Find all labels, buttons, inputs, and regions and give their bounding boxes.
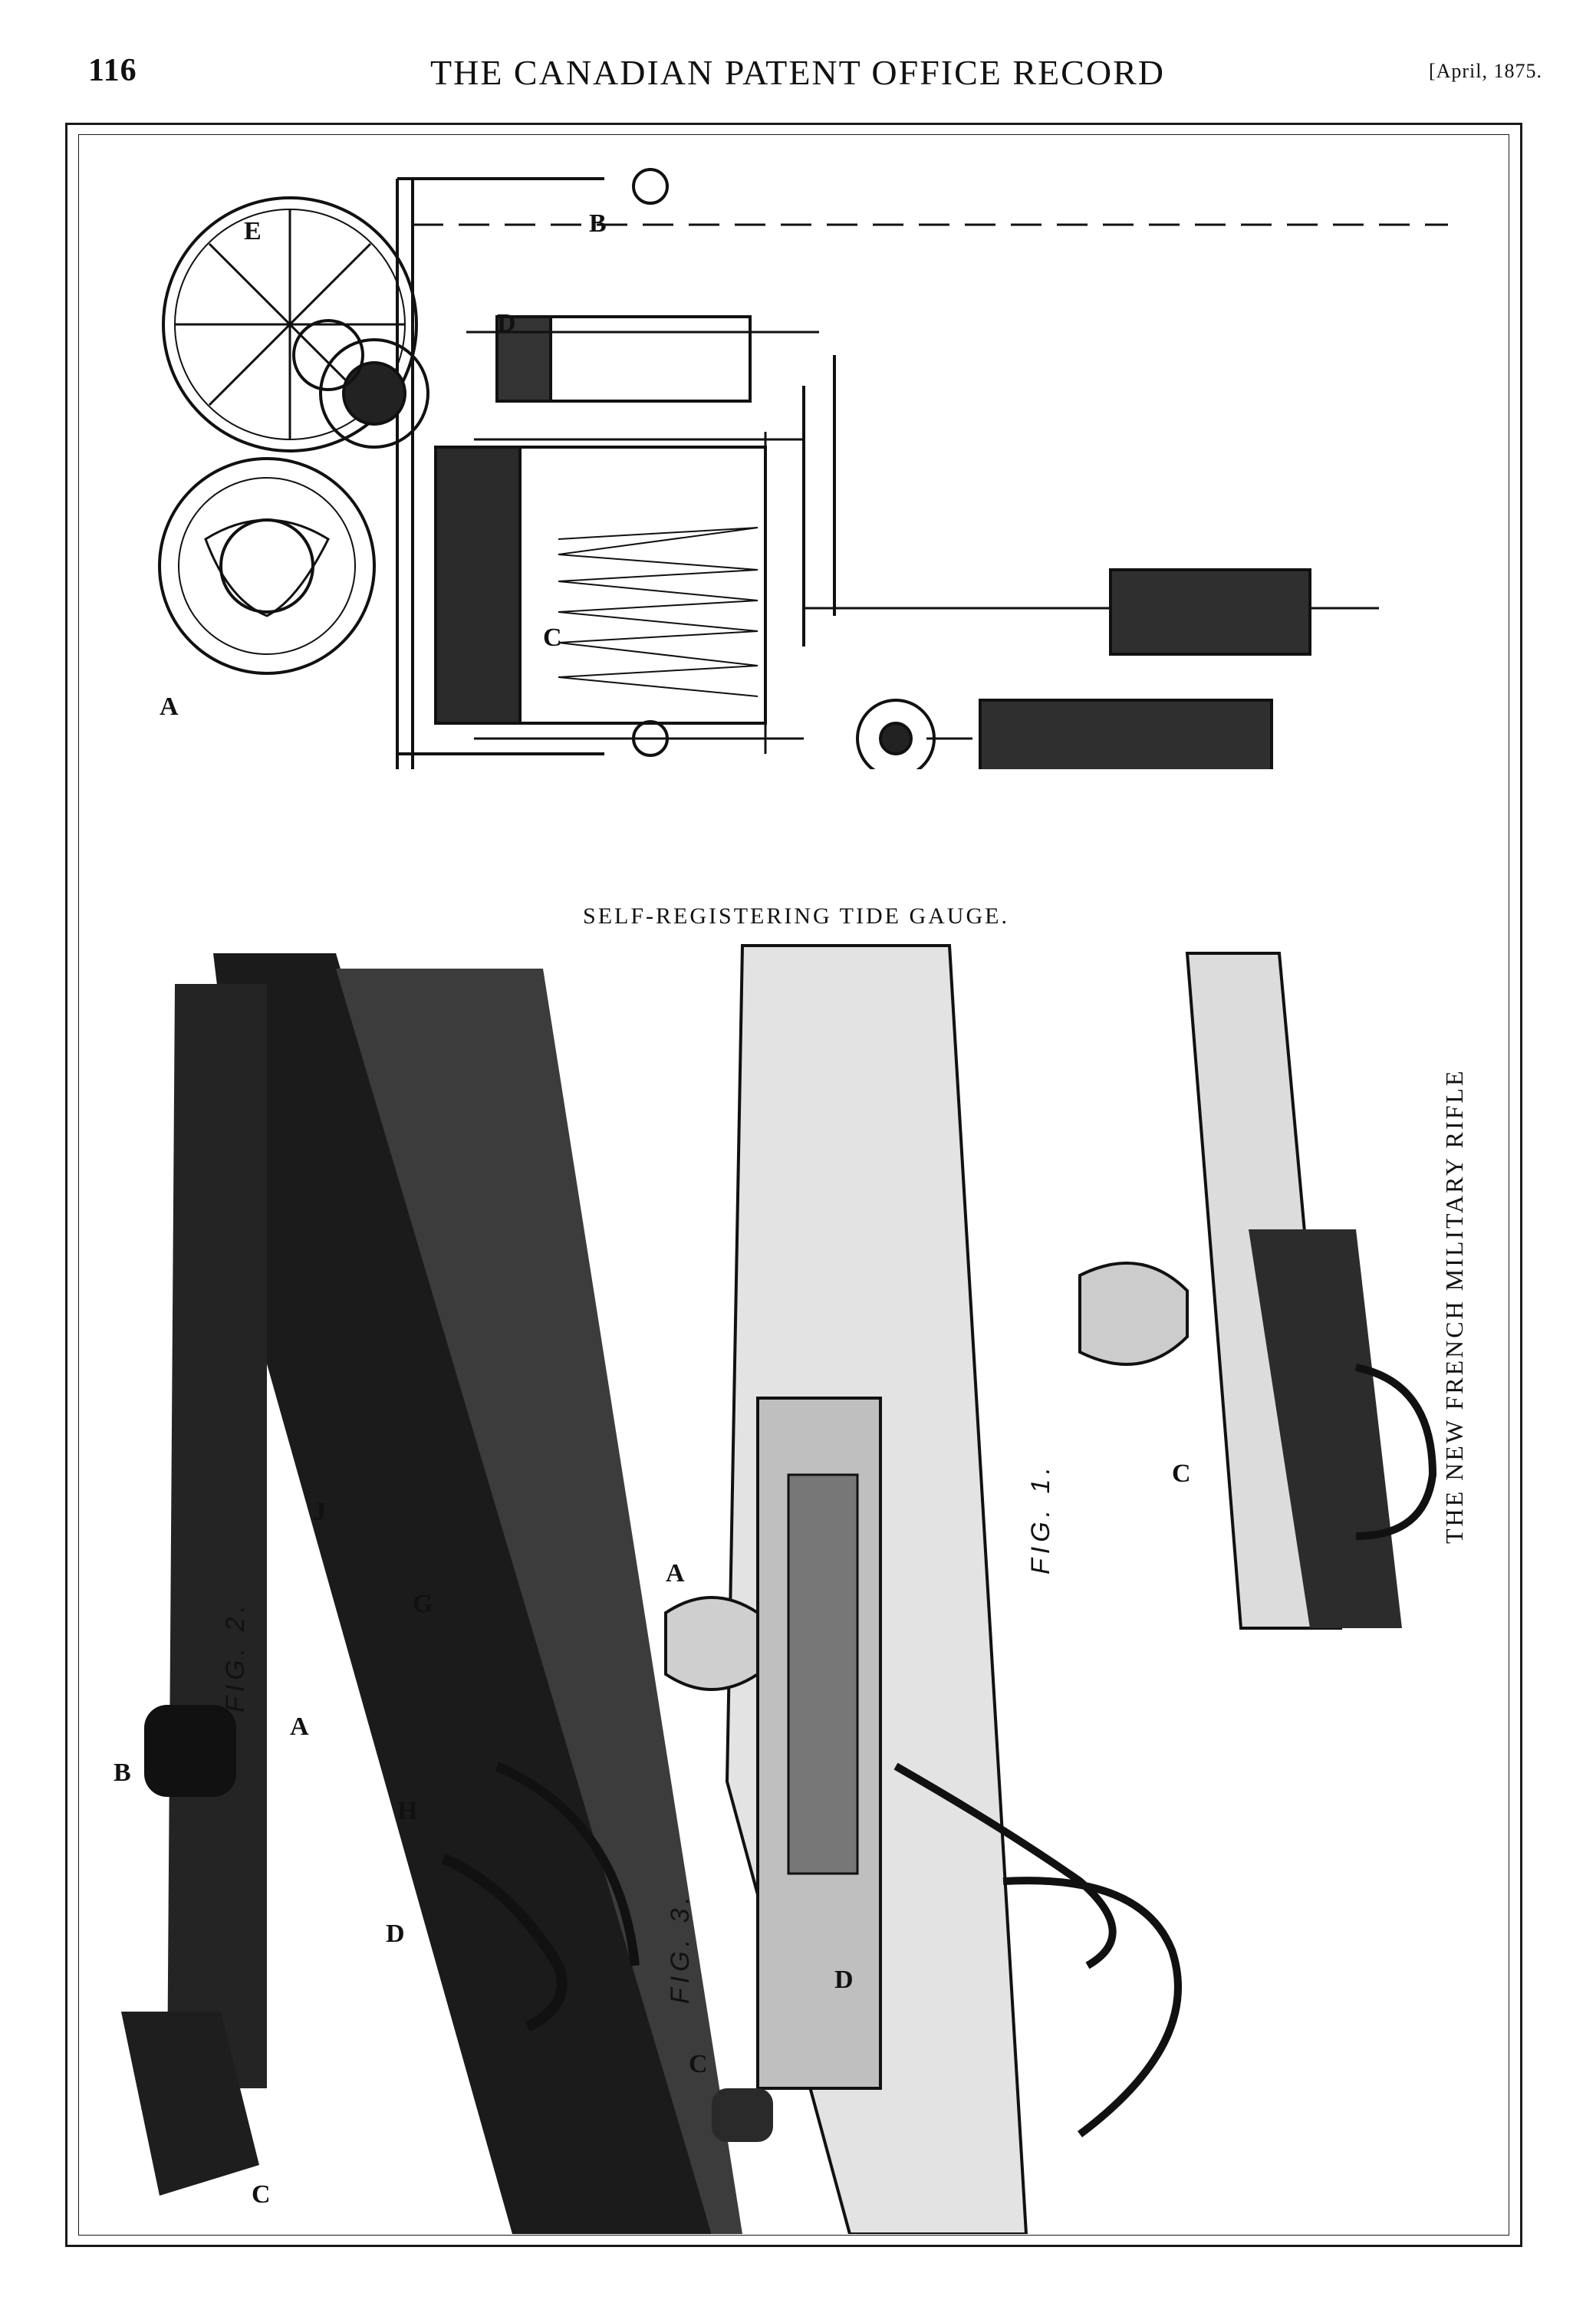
rifle2-label-d: D [386, 1920, 405, 1948]
fig1-label: FIG. 1. [1026, 1462, 1055, 1574]
tide-gauge-caption: SELF-REGISTERING TIDE GAUGE. [583, 903, 1009, 929]
fig2-rifle-drawing [121, 953, 742, 2234]
rifle3-label-a: A [666, 1559, 685, 1588]
rifle2-label-c: C [252, 2180, 271, 2209]
rifle2-label-h: H [397, 1797, 418, 1825]
fig2-label: FIG. 2. [221, 1601, 250, 1713]
tide-label-b: B [589, 209, 607, 238]
illustration-plate: A B C D E SELF-REGISTERING TIDE GAUGE. [65, 123, 1522, 2247]
fig3-label: FIG. 3. [666, 1892, 695, 2004]
tide-label-d: D [497, 309, 516, 337]
fig3-rifle-drawing [664, 944, 1182, 2234]
page-number: 116 [88, 53, 137, 88]
issue-date: [April, 1875. [1428, 60, 1542, 82]
tide-label-c: C [543, 623, 562, 652]
tide-gauge-illustration [158, 168, 1448, 769]
rifle2-label-g: G [413, 1590, 433, 1618]
rifle2-label-b: B [114, 1759, 131, 1787]
running-title: THE CANADIAN PATENT OFFICE RECORD [430, 53, 1165, 92]
rifle3-label-d: D [834, 1966, 854, 1994]
page-header: 116 THE CANADIAN PATENT OFFICE RECORD [A… [0, 0, 1596, 123]
fig1-rifle-drawing [1078, 952, 1437, 1630]
rifle2-label-j: J [313, 1498, 326, 1526]
rifle1-label-c: C [1172, 1459, 1191, 1488]
tide-label-a: A [160, 693, 179, 721]
rifle2-label-a: A [290, 1713, 309, 1741]
rifle-illustration [121, 944, 1437, 2234]
rifle3-label-c: C [689, 2050, 708, 2078]
tide-label-e: E [244, 217, 262, 245]
plate-inner-border [78, 134, 1509, 2236]
rifle-caption: THE NEW FRENCH MILITARY RIFLE [1440, 1068, 1468, 1544]
